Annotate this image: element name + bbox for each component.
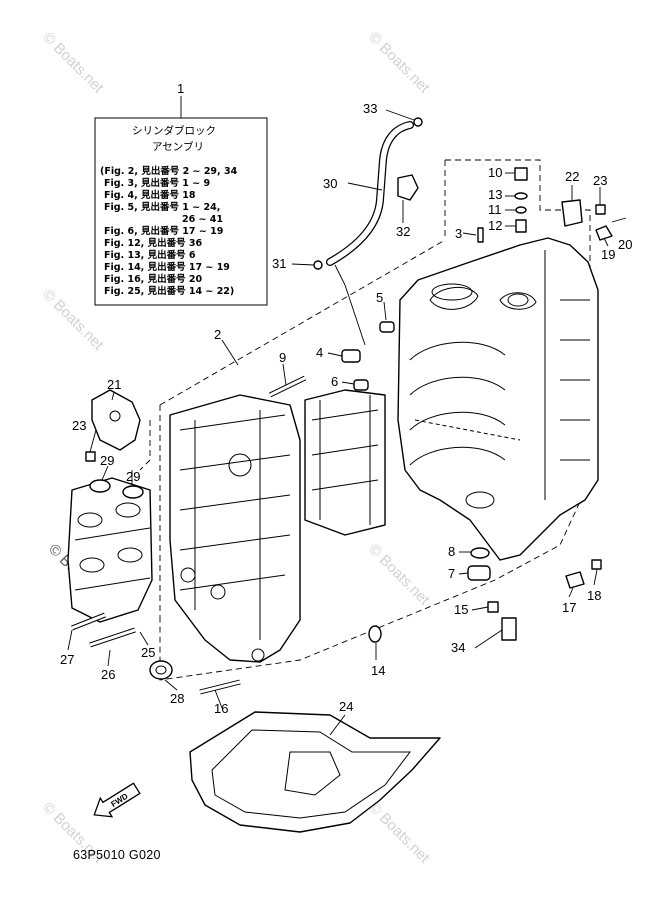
callout-3: 3: [455, 226, 462, 241]
callout-13: 13: [488, 187, 502, 202]
callout-25: 25: [141, 645, 155, 660]
callouts: 2 3 4 5 6 7 8 9 10 11 12 13 14 15 16 17 …: [60, 101, 632, 716]
callout-9: 9: [279, 350, 286, 365]
diagram-code: 63P5010 G020: [73, 848, 161, 862]
callout-23: 23: [72, 418, 86, 433]
callout-33: 33: [363, 101, 377, 116]
info-box-ref: Fig. 4, 見出番号 18: [104, 189, 196, 201]
info-box-ref: (Fig. 2, 見出番号 2 ~ 29, 34: [100, 165, 238, 177]
callout-29: 29: [100, 453, 114, 468]
callout-23: 23: [593, 173, 607, 188]
fwd-arrow-icon: FWD: [93, 782, 141, 818]
small-parts: [71, 117, 627, 695]
base-gasket: [189, 711, 441, 833]
main-bearing-plate: [304, 389, 386, 536]
watermark: © Boats.net: [39, 29, 107, 97]
info-box-ref: Fig. 6, 見出番号 17 ~ 19: [104, 225, 223, 237]
info-box-ref: Fig. 16, 見出番号 20: [104, 273, 203, 285]
watermark: © Boats.net: [365, 799, 433, 867]
callout-28: 28: [170, 691, 184, 706]
assembly-outlines: [139, 159, 591, 681]
callout-19: 19: [601, 247, 615, 262]
info-box-ref: Fig. 5, 見出番号 1 ~ 24,: [104, 201, 220, 213]
callout-6: 6: [331, 374, 338, 389]
callout-27: 27: [60, 652, 74, 667]
callout-8: 8: [448, 544, 455, 559]
info-box-ref: Fig. 3, 見出番号 1 ~ 9: [104, 177, 210, 189]
callout-22: 22: [565, 169, 579, 184]
callout-5: 5: [376, 290, 383, 305]
callout-4: 4: [316, 345, 323, 360]
info-box-title-line2: アセンブリ: [152, 140, 204, 153]
callout-29: 29: [126, 469, 140, 484]
callout-21: 21: [107, 377, 121, 392]
callout-18: 18: [587, 588, 601, 603]
callout-14: 14: [371, 663, 385, 678]
leader-lines: [67, 109, 609, 736]
info-box-ref: Fig. 25, 見出番号 14 ~ 22): [104, 285, 234, 297]
callout-32: 32: [396, 224, 410, 239]
callout-30: 30: [323, 176, 337, 191]
info-box: 1 シリンダブロック アセンブリ (Fig. 2, 見出番号 2 ~ 29, 3…: [94, 81, 268, 306]
callout-31: 31: [272, 256, 286, 271]
info-box-ref: Fig. 14, 見出番号 17 ~ 19: [104, 261, 230, 273]
callout-15: 15: [454, 602, 468, 617]
callout-2: 2: [214, 327, 221, 342]
callout-34: 34: [451, 640, 465, 655]
info-box-ref: Fig. 13, 見出番号 6: [104, 249, 196, 261]
callout-17: 17: [562, 600, 576, 615]
info-box-title-line1: シリンダブロック: [132, 124, 216, 137]
callout-12: 12: [488, 218, 502, 233]
watermark: © Boats.net: [365, 541, 433, 609]
callout-20: 20: [618, 237, 632, 252]
crankcase: [169, 394, 301, 663]
info-box-ref: Fig. 12, 見出番号 36: [104, 237, 203, 249]
callout-1: 1: [177, 81, 184, 96]
callout-26: 26: [101, 667, 115, 682]
watermark: © Boats.net: [365, 29, 433, 97]
info-box-ref: 26 ~ 41: [182, 214, 223, 225]
cylinder-block: [397, 237, 599, 561]
callout-11: 11: [488, 202, 502, 217]
callout-16: 16: [214, 701, 228, 716]
intake-assembly: [67, 389, 153, 623]
callout-24: 24: [339, 699, 353, 714]
callout-7: 7: [448, 566, 455, 581]
callout-10: 10: [488, 165, 502, 180]
